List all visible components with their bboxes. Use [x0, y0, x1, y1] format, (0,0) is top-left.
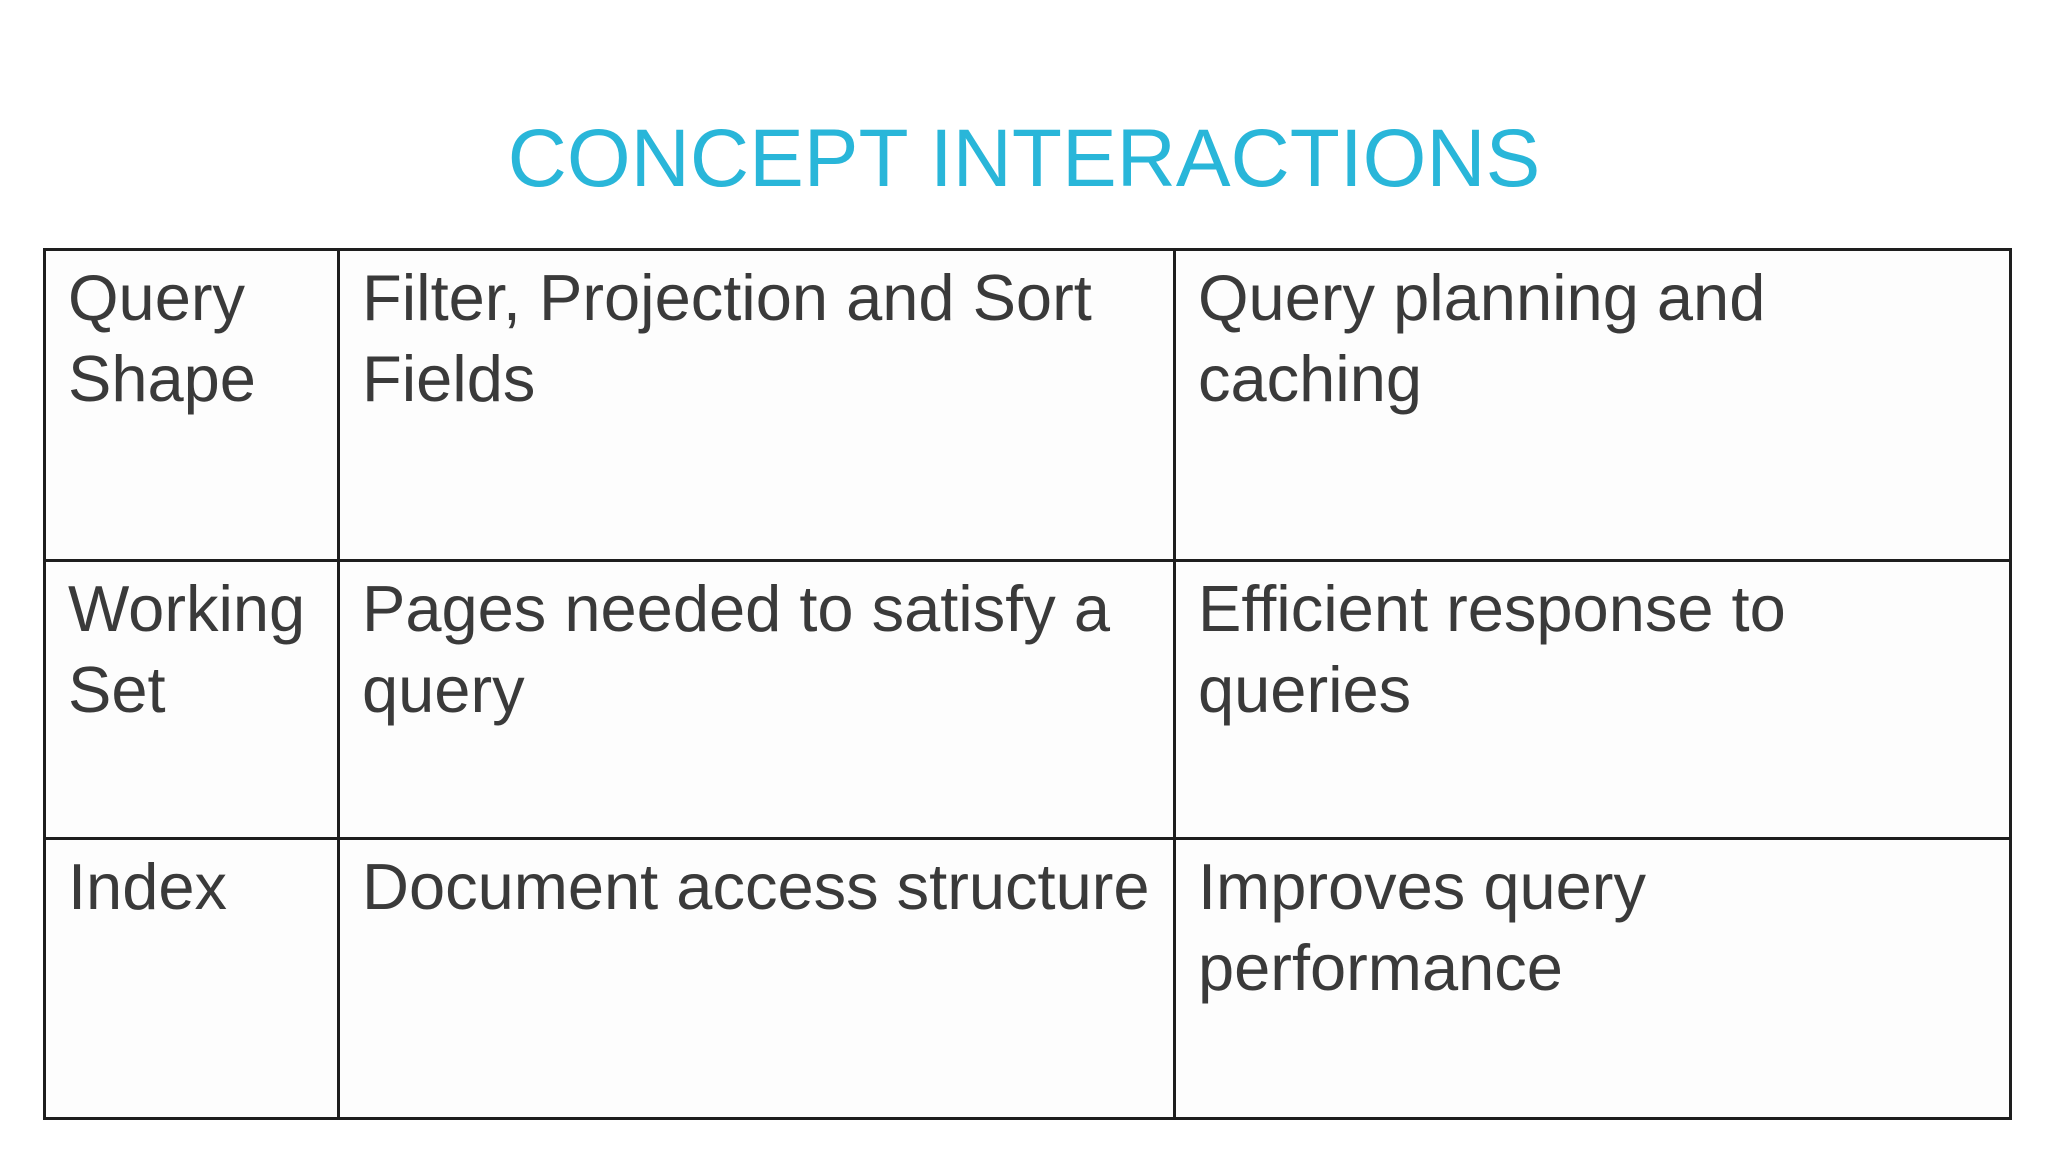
- cell-benefit: Improves query performance: [1173, 837, 2012, 1120]
- table-row-query-shape: Query Shape Filter, Projection and Sort …: [43, 248, 2012, 562]
- cell-concept: Query Shape: [43, 248, 340, 562]
- cell-benefit: Query planning and caching: [1173, 248, 2012, 562]
- concept-interactions-table: Query Shape Filter, Projection and Sort …: [43, 248, 2012, 1120]
- page-title: CONCEPT INTERACTIONS: [507, 113, 1541, 204]
- cell-concept: Index: [43, 837, 340, 1120]
- cell-description: Document access structure: [337, 837, 1176, 1120]
- table-row-working-set: Working Set Pages needed to satisfy a qu…: [43, 559, 2012, 840]
- cell-description: Filter, Projection and Sort Fields: [337, 248, 1176, 562]
- table-row-index: Index Document access structure Improves…: [43, 837, 2012, 1120]
- cell-description: Pages needed to satisfy a query: [337, 559, 1176, 840]
- cell-concept: Working Set: [43, 559, 340, 840]
- cell-benefit: Efficient response to queries: [1173, 559, 2012, 840]
